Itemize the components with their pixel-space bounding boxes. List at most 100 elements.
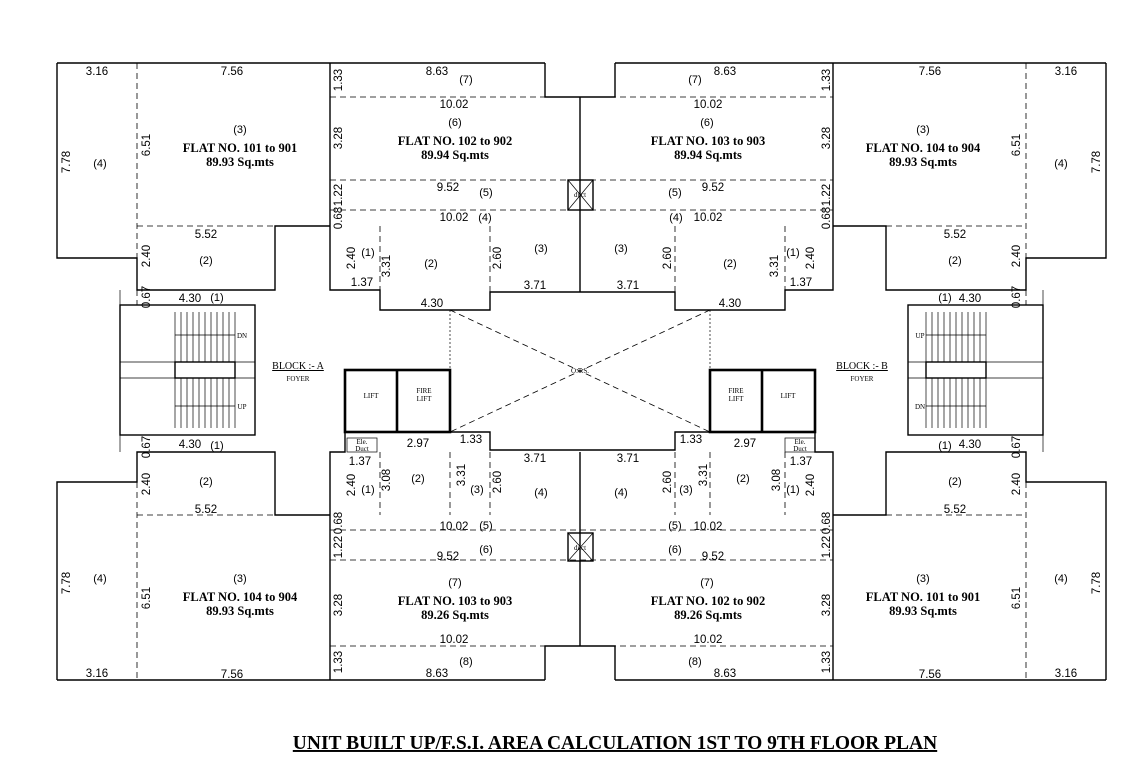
dim-label: 3.28 [821, 594, 833, 616]
dim-label: 1.37 [349, 456, 371, 468]
room-number: (6) [668, 544, 681, 556]
flat-name: FLAT NO. 102 to 902 [651, 594, 765, 608]
flat-name: FLAT NO. 102 to 902 [398, 134, 512, 148]
dim-label: 9.52 [437, 551, 459, 563]
room-number: (3) [614, 243, 627, 255]
room-number: (4) [478, 212, 491, 224]
dim-label: 5.52 [195, 504, 217, 516]
dim-label: 3.28 [821, 127, 833, 149]
ele-duct-label: Duct [355, 445, 369, 453]
dim-label: 3.28 [333, 594, 345, 616]
dim-label: 3.16 [1055, 668, 1077, 680]
ots-label: O.T.S. [571, 367, 589, 375]
duct-top: duct [567, 179, 594, 211]
dim-label: 9.52 [702, 182, 724, 194]
foyer-label: FOYER [287, 375, 310, 383]
dim-label: 3.08 [771, 469, 783, 491]
flat-area: 89.26 Sq.mts [421, 608, 489, 622]
dim-label: 6.51 [1011, 587, 1023, 609]
dim-label: 1.33 [460, 434, 482, 446]
up-label: UP [238, 403, 247, 411]
dim-label: 4.30 [719, 298, 741, 310]
dim-label: 1.33 [680, 434, 702, 446]
dim-label: 3.16 [1055, 66, 1077, 78]
dim-label: 0.68 [333, 512, 345, 534]
ele-label: Ele. [356, 438, 367, 446]
dim-label: 10.02 [694, 99, 723, 111]
dim-label: 3.31 [769, 255, 781, 277]
room-number: (5) [479, 520, 492, 532]
dim-label: 3.71 [524, 280, 546, 292]
room-number: (7) [700, 577, 713, 589]
room-number: (7) [688, 74, 701, 86]
dim-label: 3.31 [698, 464, 710, 486]
dim-label: 10.02 [440, 521, 469, 533]
dim-label: 4.30 [179, 293, 201, 305]
room-number: (3) [470, 484, 483, 496]
dim-label: 0.67 [141, 436, 153, 458]
dim-label: 1.33 [821, 69, 833, 91]
dim-label: 6.51 [141, 587, 153, 609]
dim-label: 2.97 [734, 438, 756, 450]
dim-label: 2.40 [1011, 473, 1023, 495]
dim-label: 9.52 [702, 551, 724, 563]
dim-label: 7.56 [919, 66, 941, 78]
flat-area: 89.93 Sq.mts [889, 604, 957, 618]
flat-name: FLAT NO. 101 to 901 [866, 590, 980, 604]
dim-label: 3.08 [381, 469, 393, 491]
flat-area: 89.94 Sq.mts [674, 148, 742, 162]
room-number: (1) [786, 484, 799, 496]
dimensions-horizontal: 3.16 7.56 8.63 8.63 7.56 3.16 10.02 10.0… [86, 66, 1077, 681]
dim-label: 10.02 [440, 634, 469, 646]
room-number: (4) [1054, 158, 1067, 170]
dim-label: 4.30 [959, 293, 981, 305]
room-number: (2) [199, 476, 212, 488]
dim-label: 10.02 [694, 521, 723, 533]
flat-name: FLAT NO. 104 to 904 [866, 141, 981, 155]
flat-area: 89.93 Sq.mts [206, 155, 274, 169]
dim-label: 2.40 [141, 473, 153, 495]
room-number: (4) [669, 212, 682, 224]
room-number: (3) [916, 573, 929, 585]
lift-label: LIFT [364, 392, 380, 400]
room-number: (1) [210, 440, 223, 452]
room-number: (1) [786, 247, 799, 259]
fire-label: FIRE [416, 387, 431, 395]
dim-label: 1.33 [821, 651, 833, 673]
dim-label: 7.78 [61, 151, 73, 173]
room-number: (2) [948, 255, 961, 267]
dim-label: 0.68 [333, 207, 345, 229]
dim-label: 8.63 [714, 66, 736, 78]
dim-label: 3.31 [381, 255, 393, 277]
room-number: (4) [614, 487, 627, 499]
room-number: (2) [411, 473, 424, 485]
room-number: (4) [93, 158, 106, 170]
room-number: (1) [210, 292, 223, 304]
dim-label: 4.30 [179, 439, 201, 451]
dim-label: 8.63 [426, 66, 448, 78]
dim-label: 0.68 [821, 207, 833, 229]
flat-area: 89.94 Sq.mts [421, 148, 489, 162]
room-number: (3) [233, 124, 246, 136]
room-number: (3) [534, 243, 547, 255]
flat-name: FLAT NO. 104 to 904 [183, 590, 298, 604]
dimensions-vertical: 7.78 6.51 2.40 0.67 1.33 3.28 1.22 0.68 … [61, 69, 1103, 673]
dim-label: 0.67 [1011, 436, 1023, 458]
dim-label: 2.60 [492, 471, 504, 493]
room-number: (8) [688, 656, 701, 668]
room-number: (2) [424, 258, 437, 270]
dim-label: 8.63 [714, 668, 736, 680]
dim-label: 1.22 [333, 184, 345, 206]
room-number: (2) [199, 255, 212, 267]
fire-lift-label: LIFT [729, 395, 745, 403]
dim-label: 5.52 [944, 229, 966, 241]
dim-label: 2.60 [662, 471, 674, 493]
plan-title: UNIT BUILT UP/F.S.I. AREA CALCULATION 1S… [293, 733, 937, 754]
duct-label: duct [574, 544, 586, 552]
dim-label: 3.16 [86, 66, 108, 78]
flat-labels: FLAT NO. 101 to 901 89.93 Sq.mts FLAT NO… [183, 134, 981, 622]
lift-block-a: LIFT FIRE LIFT [343, 368, 452, 434]
flat-area: 89.93 Sq.mts [206, 604, 274, 618]
ele-duct-a: Ele. Duct [346, 437, 378, 453]
